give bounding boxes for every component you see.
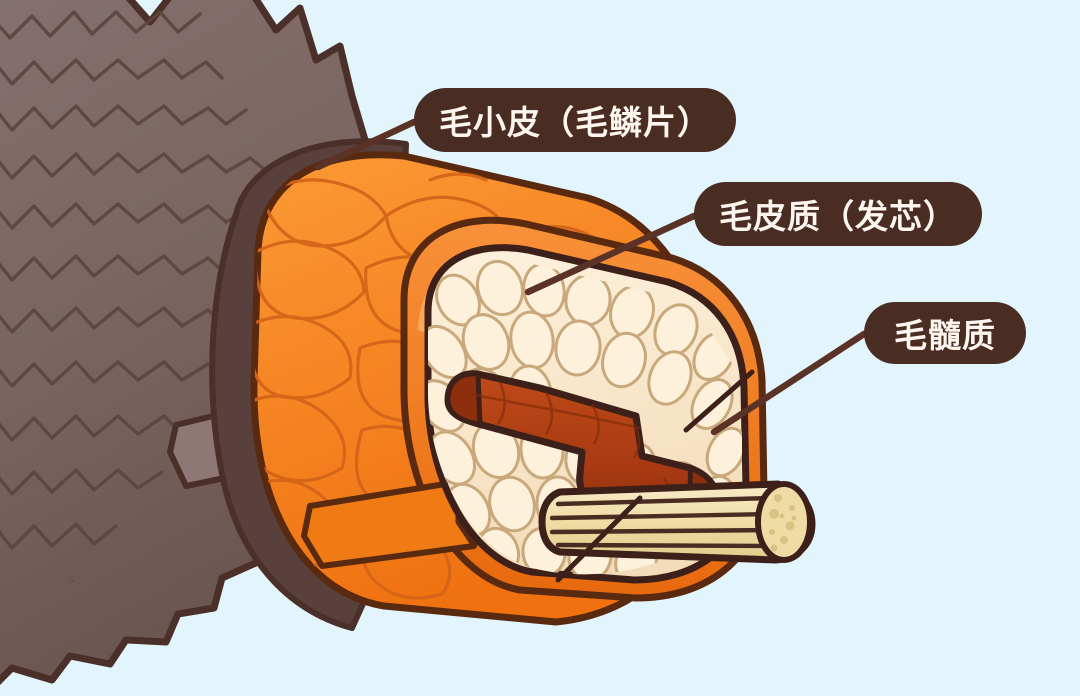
medulla-rod-cap <box>445 371 483 427</box>
leader-line-medulla <box>710 330 868 436</box>
label-text-medulla: 毛髓质 <box>894 316 996 355</box>
label-text-cuticle: 毛小皮（毛鳞片） <box>439 103 711 142</box>
leader-lines <box>314 118 868 436</box>
label-pill-medulla[interactable]: 毛髓质 <box>864 302 1026 364</box>
fiber-stripes <box>549 495 779 549</box>
label-pill-cortex[interactable]: 毛皮质（发芯） <box>694 182 982 246</box>
leader-line-cuticle <box>314 118 418 171</box>
fiber-end-pores <box>769 494 797 552</box>
tick-medulla-inner <box>683 369 755 433</box>
label-text-cortex: 毛皮质（发芯） <box>719 197 957 236</box>
label-pill-cuticle[interactable]: 毛小皮（毛鳞片） <box>414 88 736 152</box>
fiber-end-cap <box>755 481 813 563</box>
leader-line-cortex <box>524 212 698 296</box>
fiber-bundle-group <box>538 480 816 564</box>
tick-cortex-inner <box>555 495 643 583</box>
interior-pointer-ticks <box>555 369 755 583</box>
